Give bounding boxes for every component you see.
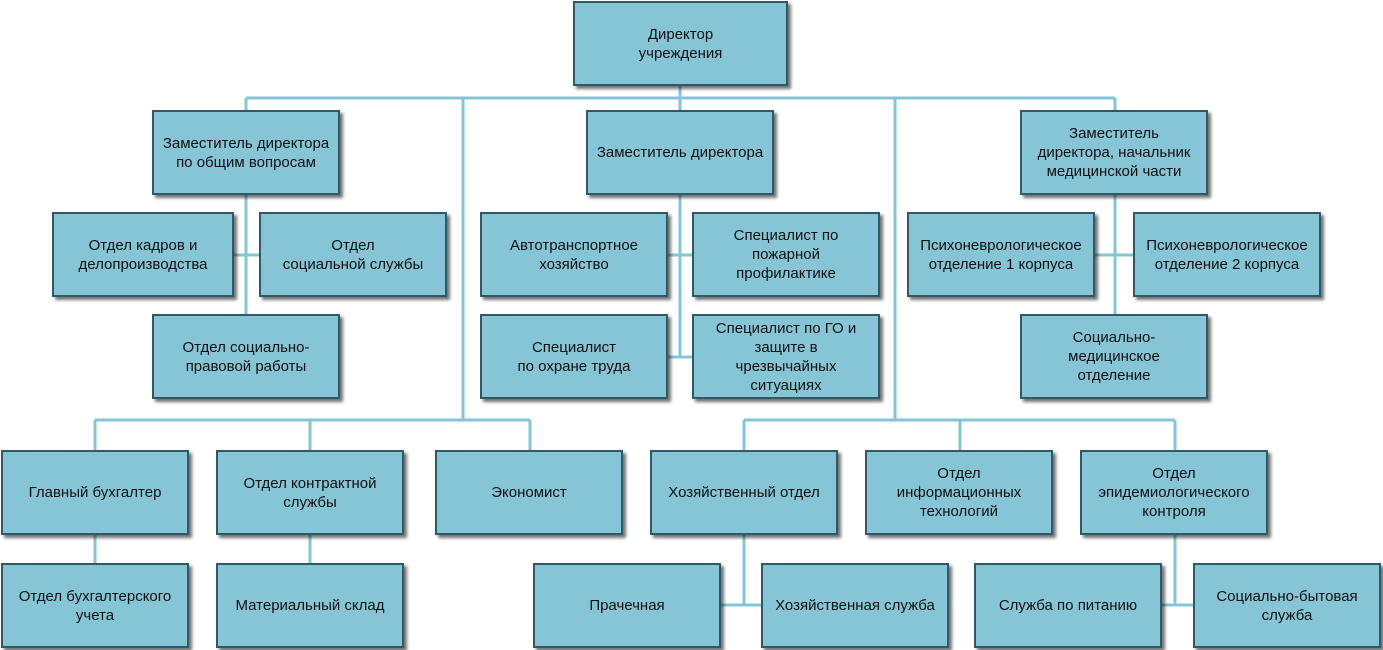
box-chief-accountant: Главный бухгалтер <box>1 450 189 535</box>
box-deputy-medical: Заместитель директора, начальник медицин… <box>1020 110 1208 195</box>
box-social-medical: Социально- медицинское отделение <box>1020 314 1208 399</box>
box-food-service: Служба по питанию <box>974 563 1162 648</box>
box-labor-safety: Специалист по охране труда <box>480 314 668 399</box>
box-economist: Экономист <box>435 450 623 535</box>
box-accounting: Отдел бухгалтерского учета <box>1 563 189 648</box>
box-psycho-1: Психоневрологическое отделение 1 корпуса <box>907 212 1095 297</box>
box-social-service: Отдел социальной службы <box>259 212 447 297</box>
box-household-service: Хозяйственная служба <box>761 563 949 648</box>
box-household-dept: Хозяйственный отдел <box>650 450 838 535</box>
box-social-household: Социально-бытовая служба <box>1193 563 1381 648</box>
box-motor-transport: Автотранспортное хозяйство <box>480 212 668 297</box>
box-deputy-general: Заместитель директора по общим вопросам <box>152 110 340 195</box>
box-psycho-2: Психоневрологическое отделение 2 корпуса <box>1133 212 1321 297</box>
box-epidemiology: Отдел эпидемиологического контроля <box>1080 450 1268 535</box>
box-fire-specialist: Специалист по пожарной профилактике <box>692 212 880 297</box>
box-hr: Отдел кадров и делопроизводства <box>52 212 234 297</box>
box-laundry: Прачечная <box>533 563 721 648</box>
box-deputy: Заместитель директора <box>586 110 774 195</box>
box-social-legal: Отдел социально- правовой работы <box>152 314 340 399</box>
box-warehouse: Материальный склад <box>216 563 404 648</box>
box-contract-service: Отдел контрактной службы <box>216 450 404 535</box>
box-director: Директор учреждения <box>573 1 788 86</box>
box-it-dept: Отдел информационных технологий <box>865 450 1053 535</box>
box-civil-defense: Специалист по ГО и защите в чрезвычайных… <box>692 314 880 399</box>
